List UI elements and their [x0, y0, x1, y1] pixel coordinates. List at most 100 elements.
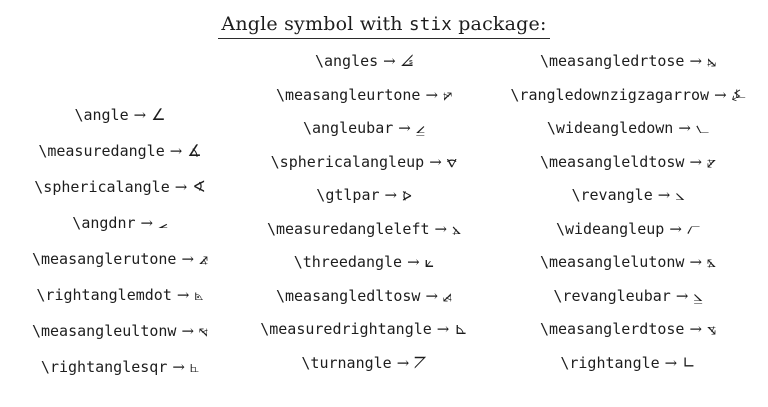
latex-command: \revangleubar: [553, 286, 671, 305]
angle-glyph: ⦠: [402, 185, 412, 205]
maps-to-arrow: →: [689, 152, 703, 171]
title-container: Angle symbol with stix package:: [0, 0, 768, 39]
symbol-entry: \revangleubar→⦥: [488, 286, 768, 306]
latex-command: \measangledrtose: [539, 52, 685, 70]
symbol-entry: \rangledownzigzagarrow→⍼: [488, 85, 768, 105]
symbol-entry: \revangle→⦣: [488, 185, 768, 205]
column-3: \measangledrtose→⦮ \rangledownzigzagarro…: [488, 51, 768, 373]
symbol-entry: \angle→∠: [0, 105, 240, 125]
symbol-entry: \measangleldtosw→⦫: [488, 152, 768, 172]
angle-glyph: ⦭: [199, 321, 209, 340]
title-suffix: package:: [458, 13, 547, 35]
angle-glyph: ⊾: [454, 319, 468, 339]
symbol-entry: \measangledltosw→⦯: [240, 286, 488, 306]
maps-to-arrow: →: [664, 353, 678, 372]
latex-command: \turnangle: [301, 353, 392, 372]
symbol-entry: \rightanglesqr→⦜: [0, 357, 240, 377]
symbol-entry: \sphericalangle→∢: [0, 177, 240, 197]
angle-glyph: ⦬: [443, 84, 453, 104]
symbol-columns: \angle→∠ \measuredangle→∡ \sphericalangl…: [0, 51, 768, 377]
maps-to-arrow: →: [383, 52, 396, 70]
angle-glyph: ⦜: [189, 357, 200, 376]
maps-to-arrow: →: [714, 85, 727, 104]
maps-to-arrow: →: [425, 286, 439, 305]
angle-glyph: ⦛: [452, 218, 462, 238]
page-title: Angle symbol with stix package:: [218, 13, 550, 39]
title-package-name: stix: [408, 15, 452, 35]
maps-to-arrow: →: [181, 322, 195, 340]
maps-to-arrow: →: [669, 219, 682, 238]
maps-to-arrow: →: [407, 253, 420, 272]
symbol-entry: \threedangle→⟀: [240, 252, 488, 272]
maps-to-arrow: →: [140, 214, 154, 232]
symbol-entry: \angles→⦞: [240, 51, 488, 71]
symbol-entry: \measanglelutonw→⦩: [488, 252, 768, 272]
angle-glyph: ∡: [187, 141, 202, 160]
latex-command: \angleubar: [302, 119, 394, 138]
symbol-entry: \rightanglemdot→⦝: [0, 285, 240, 305]
angle-glyph: ⦢: [414, 352, 427, 372]
angle-glyph: ∢: [192, 177, 206, 196]
column-1: \angle→∠ \measuredangle→∡ \sphericalangl…: [0, 105, 240, 377]
latex-command: \angles: [314, 52, 379, 70]
maps-to-arrow: →: [678, 119, 691, 138]
angle-glyph: ⦥: [693, 285, 703, 305]
symbol-entry: \sphericalangleup→⦡: [240, 152, 488, 172]
maps-to-arrow: →: [133, 106, 147, 124]
column-2: \angles→⦞ \measangleurtone→⦬ \angleubar→…: [240, 51, 488, 373]
maps-to-arrow: →: [384, 186, 398, 205]
latex-command: \rangledownzigzagarrow: [510, 85, 710, 104]
latex-command: \measangleldtosw: [539, 152, 685, 171]
angle-glyph: ⦪: [707, 319, 717, 339]
maps-to-arrow: →: [425, 85, 439, 104]
latex-command: \angle: [74, 106, 129, 124]
latex-command: \measangleurtone: [275, 85, 421, 104]
symbol-entry: \angdnr→⦟: [0, 213, 240, 233]
angle-glyph: ∟: [682, 352, 696, 372]
angle-glyph: ⟀: [424, 252, 435, 272]
latex-command: \measuredangleleft: [266, 219, 430, 238]
angle-glyph: ⦧: [686, 218, 701, 238]
symbol-entry: \measangledrtose→⦮: [488, 51, 768, 71]
maps-to-arrow: →: [169, 142, 183, 160]
latex-command: \measangledltosw: [275, 286, 421, 305]
maps-to-arrow: →: [434, 219, 448, 238]
symbol-entry: \wideangledown→⦦: [488, 118, 768, 138]
maps-to-arrow: →: [181, 250, 195, 268]
angle-glyph: ∠: [151, 105, 166, 124]
latex-command: \wideangleup: [555, 219, 665, 238]
maps-to-arrow: →: [172, 358, 185, 376]
symbol-entry: \gtlpar→⦠: [240, 185, 488, 205]
angle-glyph: ⦡: [446, 151, 458, 171]
symbol-entry: \measangleultonw→⦭: [0, 321, 240, 341]
latex-command: \measangleultonw: [31, 322, 177, 340]
latex-command: \sphericalangleup: [270, 152, 425, 171]
maps-to-arrow: →: [174, 178, 188, 196]
angle-glyph: ⦞: [400, 51, 414, 70]
symbol-entry: \measanglerdtose→⦪: [488, 319, 768, 339]
maps-to-arrow: →: [396, 353, 410, 372]
maps-to-arrow: →: [436, 320, 450, 339]
maps-to-arrow: →: [657, 186, 671, 205]
maps-to-arrow: →: [398, 119, 411, 138]
symbol-entry: \measuredangleleft→⦛: [240, 219, 488, 239]
latex-command: \gtlpar: [316, 186, 380, 205]
angle-glyph: ⦮: [707, 51, 717, 70]
maps-to-arrow: →: [689, 52, 703, 70]
symbol-entry: \measangleurtone→⦬: [240, 85, 488, 105]
latex-command: \measanglelutonw: [539, 253, 685, 272]
latex-command: \threedangle: [293, 253, 403, 272]
maps-to-arrow: →: [689, 253, 703, 272]
angle-glyph: ⦟: [158, 213, 168, 232]
angle-glyph: ⦤: [415, 118, 426, 138]
symbol-entry: \measuredangle→∡: [0, 141, 240, 161]
maps-to-arrow: →: [176, 286, 190, 304]
symbol-entry: \angleubar→⦤: [240, 118, 488, 138]
angle-glyph: ⦣: [675, 185, 685, 205]
angle-glyph: ⍼: [731, 84, 746, 104]
angle-glyph: ⦯: [443, 285, 453, 305]
latex-command: \rightangle: [560, 353, 660, 372]
symbol-entry: \wideangleup→⦧: [488, 219, 768, 239]
maps-to-arrow: →: [429, 152, 442, 171]
